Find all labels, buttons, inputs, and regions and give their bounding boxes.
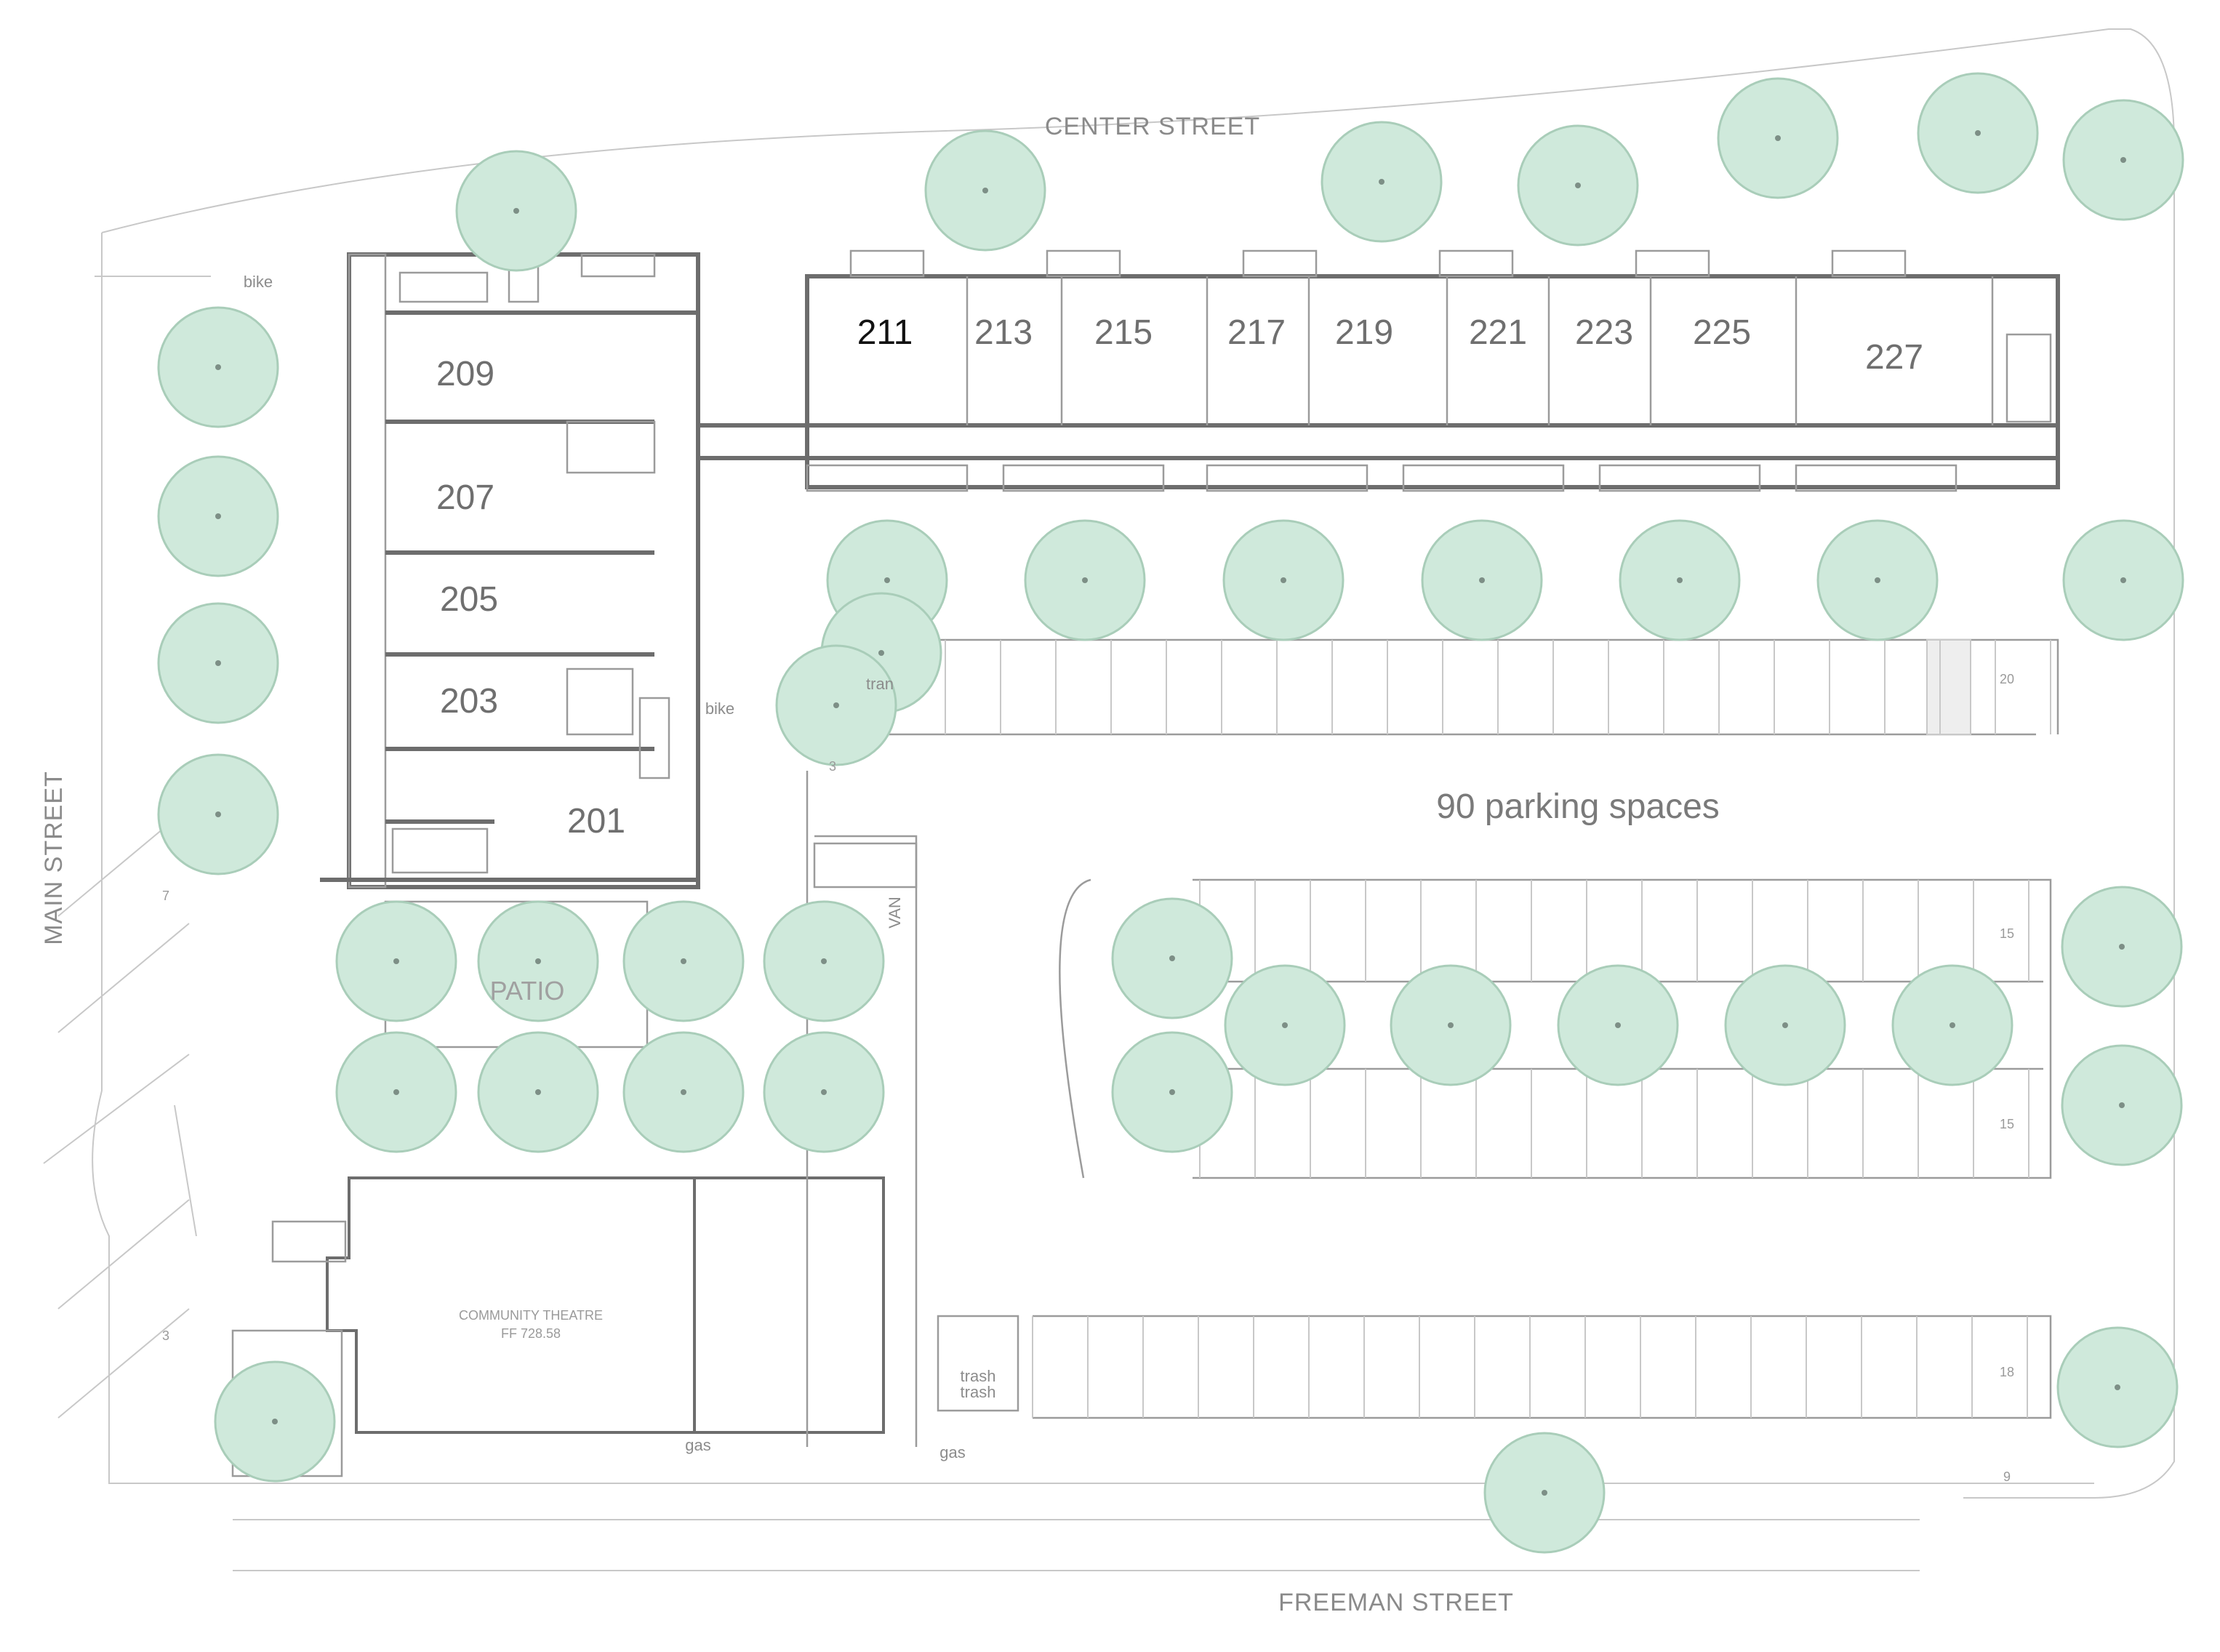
street-label-north: CENTER STREET xyxy=(1045,113,1260,140)
tree-trunk-dot xyxy=(884,577,890,583)
tree-trunk-dot xyxy=(215,811,221,817)
tree-trunk-dot xyxy=(215,513,221,519)
tree-trunk-dot xyxy=(2119,1102,2125,1108)
space-count-entry: 3 xyxy=(829,759,836,774)
theatre-ff-label: FF 728.58 xyxy=(501,1326,561,1341)
unit-label-207: 207 xyxy=(436,478,494,517)
unit-label-223: 223 xyxy=(1575,313,1633,352)
tree-trunk-dot xyxy=(1677,577,1683,583)
tree-trunk-dot xyxy=(215,364,221,370)
gas-label-theatre: gas xyxy=(685,1436,710,1454)
unit-label-215: 215 xyxy=(1094,313,1153,352)
street-label-west: MAIN STREET xyxy=(40,771,68,945)
tree-trunk-dot xyxy=(1169,1089,1175,1095)
patio-label: PATIO xyxy=(490,976,565,1006)
tree-trunk-dot xyxy=(2119,944,2125,950)
van-label: VAN xyxy=(886,897,904,929)
parking-stall-lines xyxy=(945,640,2051,1418)
unit-label-203: 203 xyxy=(440,682,498,721)
tree-trunk-dot xyxy=(878,650,884,656)
tree-trunk-dot xyxy=(1875,577,1880,583)
unit-label-205: 205 xyxy=(440,580,498,619)
trash-label-1: trash xyxy=(961,1367,996,1385)
site-boundary xyxy=(43,28,2175,1571)
tree-trunk-dot xyxy=(982,188,988,193)
unit-label-213: 213 xyxy=(974,313,1033,352)
unit-label-211: 211 xyxy=(857,313,913,352)
space-count-row-4: 18 xyxy=(2000,1365,2014,1379)
tree-trunk-dot xyxy=(681,1089,686,1095)
tree-trunk-dot xyxy=(1379,179,1385,185)
unit-label-217: 217 xyxy=(1227,313,1286,352)
unit-label-201: 201 xyxy=(567,802,625,841)
tree-trunk-dot xyxy=(833,702,839,708)
tree-trunk-dot xyxy=(821,958,827,964)
tree-trunk-dot xyxy=(1281,577,1286,583)
building-west-wing xyxy=(320,252,700,889)
building-north-wing xyxy=(805,249,2060,492)
tree-trunk-dot xyxy=(1282,1022,1288,1028)
gas-label-trash: gas xyxy=(939,1443,965,1461)
tree-trunk-dot xyxy=(2115,1384,2120,1390)
tree-trunk-dot xyxy=(1615,1022,1621,1028)
space-count-row-2: 15 xyxy=(2000,926,2014,941)
space-count-row-5: 9 xyxy=(2003,1469,2011,1484)
tree-trunk-dot xyxy=(535,1089,541,1095)
tree-trunk-dot xyxy=(393,958,399,964)
unit-label-227: 227 xyxy=(1865,338,1923,377)
trash-label-2: trash xyxy=(961,1383,996,1401)
tree-trunk-dot xyxy=(1975,130,1981,136)
tree-trunk-dot xyxy=(821,1089,827,1095)
bike-label-east: bike xyxy=(705,699,734,718)
unit-label-219: 219 xyxy=(1335,313,1393,352)
tree-trunk-dot xyxy=(1949,1022,1955,1028)
tree-trunk-dot xyxy=(1448,1022,1454,1028)
space-count-row-3: 15 xyxy=(2000,1117,2014,1131)
tree-trunk-dot xyxy=(215,660,221,666)
tree-trunk-dot xyxy=(1082,577,1088,583)
unit-label-225: 225 xyxy=(1693,313,1751,352)
transformer-label: tran xyxy=(866,675,894,693)
parking-count-label: 90 parking spaces xyxy=(1436,787,1720,826)
tree-trunk-dot xyxy=(1169,955,1175,961)
tree-trunk-dot xyxy=(1775,135,1781,141)
tree-trunk-dot xyxy=(1542,1490,1547,1496)
tree-trunk-dot xyxy=(393,1089,399,1095)
tree-trunk-dot xyxy=(2120,577,2126,583)
building-corridor xyxy=(696,423,814,887)
space-count-main-upper: 7 xyxy=(162,889,169,903)
tree-trunk-dot xyxy=(535,958,541,964)
tree-trunk-dot xyxy=(272,1419,278,1424)
tree-trunk-dot xyxy=(681,958,686,964)
bike-label-north: bike xyxy=(244,273,273,291)
trees xyxy=(157,72,2184,1554)
unit-label-221: 221 xyxy=(1469,313,1527,352)
tree-trunk-dot xyxy=(2120,157,2126,163)
tree-trunk-dot xyxy=(1479,577,1485,583)
theatre-name-label: COMMUNITY THEATRE xyxy=(459,1308,603,1323)
tree-trunk-dot xyxy=(513,208,519,214)
unit-label-209: 209 xyxy=(436,355,494,393)
street-label-south: FREEMAN STREET xyxy=(1278,1589,1514,1616)
tree-trunk-dot xyxy=(1782,1022,1788,1028)
tree-trunk-dot xyxy=(1575,183,1581,188)
space-count-main-lower: 3 xyxy=(162,1328,169,1343)
space-count-row-1: 20 xyxy=(2000,672,2014,686)
